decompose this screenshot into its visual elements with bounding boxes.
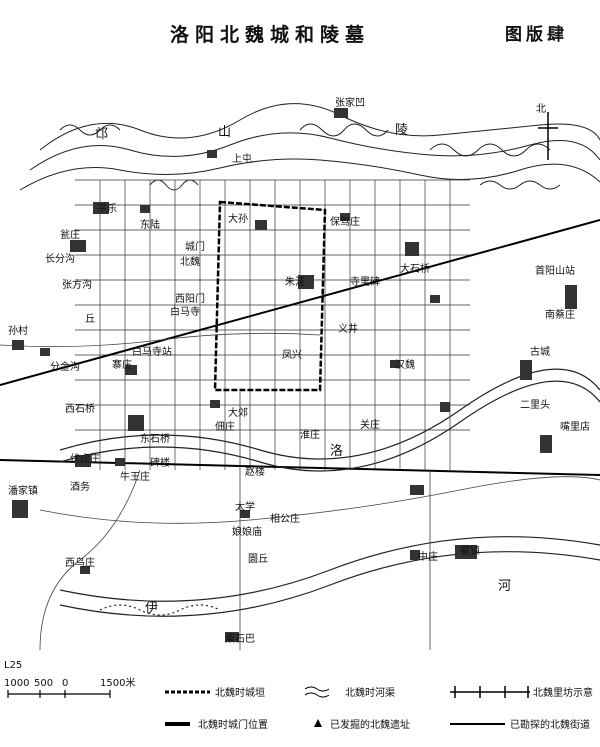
place-taixue: 太学 xyxy=(235,500,255,513)
place-yijing: 义井 xyxy=(338,322,358,335)
plate-number: 图版肆 xyxy=(505,25,568,45)
place-guanyinqiao: 关庄 xyxy=(360,418,380,431)
legend-rail-symbol xyxy=(450,686,530,698)
place-sunqun: 孙村 xyxy=(8,324,28,337)
inner-city-wall xyxy=(213,200,327,392)
scale-bar xyxy=(7,690,111,698)
place-bijian: 碑楼 xyxy=(150,456,170,469)
place-qianzhuang: 佃庄 xyxy=(215,420,235,433)
legend-site-symbol xyxy=(314,719,322,727)
railway xyxy=(0,219,600,476)
place-niangniang: 娘娘庙 xyxy=(232,525,262,538)
place-zhaolou: 赵楼 xyxy=(245,465,265,478)
place-chengmen: 城门 xyxy=(185,240,205,253)
place-yuanqiu: 圜丘 xyxy=(248,553,268,565)
place-hanwei: 汉魏 xyxy=(395,358,415,371)
place-xiaozhuang: 瓮庄 xyxy=(60,228,80,241)
scale-tick-0: 0 xyxy=(62,678,68,689)
place-luo: 洛 xyxy=(330,444,343,459)
place-dongzhuang: 东陆 xyxy=(140,218,160,231)
place-panjia: 潘家镇 xyxy=(8,484,38,497)
place-zhangfangou: 张方沟 xyxy=(62,278,92,291)
place-sanzhuang: 寨庄 xyxy=(112,358,132,371)
place-dazi: 大郊 xyxy=(228,406,248,419)
legend-wall: 北魏时城垣 xyxy=(215,686,265,699)
place-dashiqiao: 大石桥 xyxy=(400,262,430,275)
legend-street: 已勘探的北魏街道 xyxy=(510,718,590,731)
place-mang: 邙 xyxy=(95,127,108,142)
place-zhangjiaao: 张家凹 xyxy=(335,96,365,109)
scale-tick-500: 500 xyxy=(34,678,53,689)
place-dashengzhuang: 大孙 xyxy=(228,212,248,225)
place-zhaiz: 翟镇 xyxy=(460,544,480,557)
place-xishiqiao: 西石桥 xyxy=(65,403,95,415)
legend-river: 北魏时河渠 xyxy=(345,686,395,699)
yi-river xyxy=(59,536,600,617)
mang-mountains xyxy=(19,103,600,191)
place-beigu: 北魏 xyxy=(180,255,200,268)
place-baimasi-zhan: 白马寺站 xyxy=(132,345,172,358)
legend-site: 已发掘的北魏遗址 xyxy=(330,718,410,731)
scale-tick-1000: 1000 xyxy=(4,678,29,689)
place-dongshiqiao: 东石桥 xyxy=(140,432,170,445)
map-canvas: 北 张家凹 邙 山 陵 上屯 平乐 东陆 保驾庄 xyxy=(0,96,600,670)
place-baima: 白马寺 xyxy=(170,305,200,318)
place-xuangongzhuang: 相公庄 xyxy=(270,512,300,525)
place-jiuwu: 酒务 xyxy=(70,480,90,493)
map-title: 洛阳北魏城和陵墓 xyxy=(170,24,371,46)
place-changfenkou: 长分沟 xyxy=(45,252,75,265)
roads xyxy=(0,332,600,651)
place-zuili: 嘴里店 xyxy=(560,420,590,433)
place-dongshiba: 東石巴 xyxy=(225,632,255,645)
place-fengsheng: 凤兴 xyxy=(282,349,302,361)
place-fuhuzhuang: 伏虎庄 xyxy=(70,452,100,465)
scale-tick-1500: 1500米 xyxy=(100,676,135,689)
legend: 1000 500 0 1500米 北魏时城垣 北魏时河渠 北魏里坊示意 北魏时城… xyxy=(4,676,593,731)
corner-mark: L25 xyxy=(4,660,22,670)
place-qiu: 丘 xyxy=(85,313,95,325)
place-gucheng: 古城 xyxy=(530,345,550,358)
legend-river-symbol xyxy=(304,686,330,698)
place-baoguzhuang: 保驾庄 xyxy=(330,215,360,228)
luo-river xyxy=(59,368,600,472)
legend-rail: 北魏里坊示意 xyxy=(533,686,593,699)
place-shangtun: 上屯 xyxy=(232,152,252,165)
place-shan: 山 xyxy=(218,125,231,140)
village-blocks xyxy=(12,108,577,642)
north-arrow xyxy=(538,112,558,160)
place-he: 河 xyxy=(498,579,511,594)
legend-gate: 北魏时城门位置 xyxy=(198,718,268,731)
north-label: 北 xyxy=(536,103,546,115)
place-nanzhuang: 南蔡庄 xyxy=(545,308,575,321)
place-pingle: 平乐 xyxy=(97,203,117,215)
place-zhongzhuang: 中庄 xyxy=(418,550,438,563)
place-yi: 伊 xyxy=(145,601,158,616)
place-xiwu: 西乌庄 xyxy=(65,556,95,569)
place-chuchuan: 朱洼 xyxy=(285,275,305,288)
place-qianzi: 西阳门 xyxy=(175,292,205,305)
place-fenjinkou: 分金沟 xyxy=(50,360,80,373)
place-erlitou: 二里头 xyxy=(520,399,550,411)
place-ling: 陵 xyxy=(395,123,408,138)
place-shouyang: 首阳山站 xyxy=(535,264,575,277)
place-niushi: 牛王庄 xyxy=(120,470,150,483)
place-huaizhou: 淮庄 xyxy=(300,428,320,441)
place-siliduan: 寺里碑 xyxy=(350,275,380,288)
